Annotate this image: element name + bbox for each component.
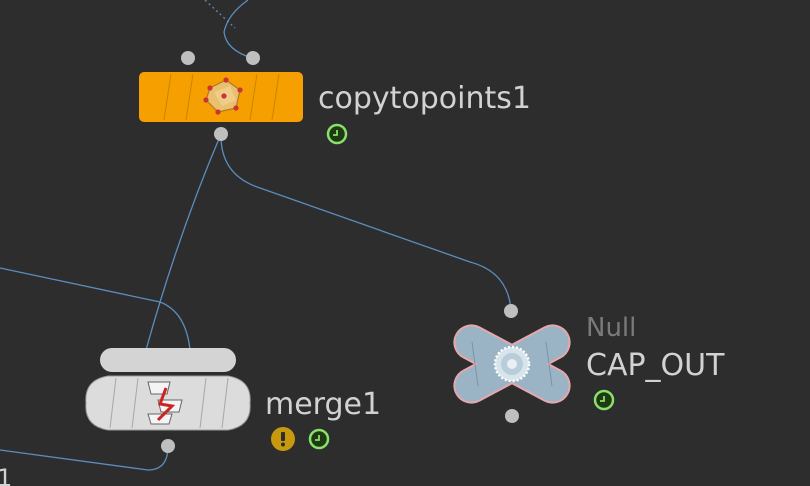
- clock-badge[interactable]: [326, 123, 348, 145]
- offscreen-node-label: 1: [0, 464, 12, 486]
- wire-copytopoints-to-null[interactable]: [220, 133, 512, 311]
- wire-input-right[interactable]: [223, 0, 253, 59]
- merge-teacups-icon: [147, 381, 183, 425]
- node-type-label: Null: [586, 313, 636, 343]
- wire-copytopoints-to-merge[interactable]: [145, 133, 222, 351]
- clock-badge[interactable]: [308, 428, 330, 450]
- wire-merge-out-offscreen[interactable]: [0, 445, 169, 471]
- merge-input-bar[interactable]: [100, 348, 236, 372]
- output-port[interactable]: [214, 127, 228, 141]
- output-port[interactable]: [505, 409, 519, 423]
- copy-to-points-icon: [203, 77, 243, 115]
- wire-dotted-input[interactable]: [204, 0, 236, 29]
- node-body-stripes: [109, 377, 229, 429]
- node-merge1[interactable]: merge1: [85, 348, 381, 453]
- input-port-1[interactable]: [181, 51, 195, 65]
- null-icon: [493, 345, 531, 383]
- output-port[interactable]: [161, 439, 175, 453]
- node-name-label: copytopoints1: [318, 81, 531, 116]
- node-copytopoints1[interactable]: copytopoints1: [139, 51, 531, 145]
- node-body-stripes: [163, 73, 280, 121]
- clock-badge[interactable]: [593, 389, 615, 411]
- wires: [0, 0, 512, 471]
- input-port-2[interactable]: [246, 51, 260, 65]
- node-name-label: merge1: [265, 387, 381, 422]
- node-cap-out[interactable]: Null CAP_OUT: [447, 304, 725, 423]
- node-body-stripes: [471, 341, 553, 387]
- wire-offscreen-to-merge[interactable]: [0, 267, 191, 351]
- warning-badge[interactable]: [271, 427, 295, 451]
- input-port[interactable]: [504, 304, 518, 318]
- node-name-label: CAP_OUT: [586, 348, 725, 383]
